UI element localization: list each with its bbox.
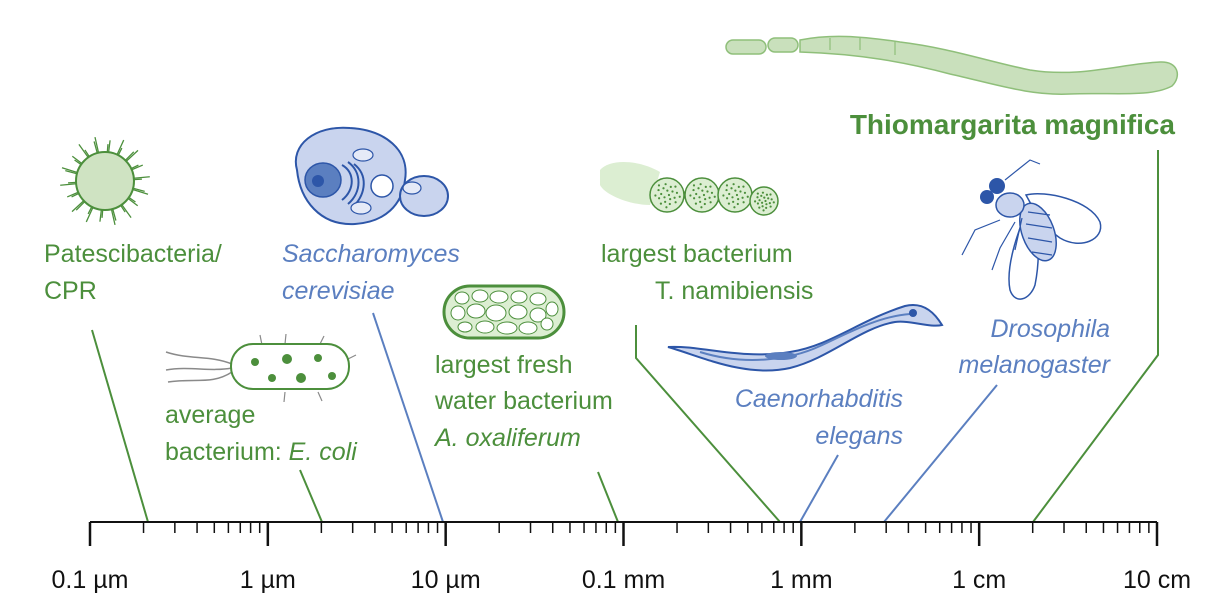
- label-celegans: Caenorhabditis elegans: [735, 385, 903, 450]
- tick-label: 10 µm: [411, 566, 481, 594]
- label-ecoli: average bacterium: E. coli: [165, 401, 358, 466]
- svg-text:average: average: [165, 401, 255, 429]
- axis-tick-labels: 0.1 µm 1 µm 10 µm 0.1 mm 1 mm 1 cm 10 cm: [52, 566, 1192, 594]
- svg-text:largest fresh: largest fresh: [435, 351, 573, 379]
- log-scale-axis: 0.1 µm 1 µm 10 µm 0.1 mm 1 mm 1 cm 10 cm: [52, 521, 1192, 594]
- label-thiomargarita: Thiomargarita magnifica: [850, 109, 1176, 140]
- label-ecoli-italic: E. coli: [289, 438, 359, 466]
- leader-namibiensis: [635, 325, 781, 523]
- axis-ticks: [88, 522, 1159, 546]
- svg-text:melanogaster: melanogaster: [959, 351, 1112, 379]
- svg-text:Patescibacteria/: Patescibacteria/: [44, 240, 222, 268]
- oval-vacuolated-cell-icon: [442, 284, 566, 340]
- tick-label: 10 cm: [1123, 566, 1191, 594]
- spiky-round-cell-icon: [60, 136, 150, 226]
- svg-text:Drosophila: Drosophila: [990, 315, 1110, 343]
- tick-label: 1 µm: [240, 566, 296, 594]
- svg-text:Caenorhabditis: Caenorhabditis: [735, 385, 903, 413]
- label-patescibacteria: Patescibacteria/ CPR: [44, 240, 222, 305]
- label-saccharomyces: Saccharomyces cerevisiae: [282, 240, 460, 305]
- svg-text:A. oxaliferum: A. oxaliferum: [433, 424, 581, 452]
- tick-label: 1 mm: [770, 566, 833, 594]
- cell-chain-icon: [600, 161, 779, 216]
- svg-text:cerevisiae: cerevisiae: [282, 277, 395, 305]
- fruit-fly-icon: [961, 159, 1102, 300]
- long-filament-icon: [725, 35, 1179, 95]
- svg-text:water bacterium: water bacterium: [434, 387, 613, 415]
- yeast-cell-icon: [294, 126, 449, 226]
- svg-text:T. namibiensis: T. namibiensis: [655, 277, 813, 305]
- leader-celegans: [799, 454, 839, 523]
- label-namibiensis: largest bacterium T. namibiensis: [601, 240, 813, 305]
- svg-text:largest bacterium: largest bacterium: [601, 240, 793, 268]
- leader-oxaliferum: [597, 471, 619, 523]
- tick-label: 1 cm: [952, 566, 1006, 594]
- svg-text:elegans: elegans: [815, 422, 903, 450]
- rod-bacterium-icon: [165, 333, 357, 403]
- svg-text:CPR: CPR: [44, 277, 97, 305]
- label-ecoli-prefix: bacterium:: [165, 438, 289, 466]
- svg-text:Thiomargarita magnifica: Thiomargarita magnifica: [850, 109, 1176, 140]
- svg-text:Saccharomyces: Saccharomyces: [282, 240, 460, 268]
- leader-patescibacteria: [91, 329, 149, 523]
- nematode-icon: [667, 303, 944, 372]
- svg-text:bacterium: E. coli: bacterium: E. coli: [165, 438, 358, 466]
- label-oxaliferum: largest fresh water bacterium A. oxalife…: [433, 351, 613, 452]
- label-drosophila: Drosophila melanogaster: [959, 315, 1112, 379]
- leader-thiomargarita: [1032, 150, 1159, 523]
- tick-label: 0.1 µm: [52, 566, 129, 594]
- tick-label: 0.1 mm: [582, 566, 665, 594]
- leader-lines: [91, 150, 1159, 523]
- leader-ecoli: [299, 469, 323, 523]
- leader-drosophila: [883, 384, 998, 523]
- leader-saccharomyces: [372, 312, 444, 523]
